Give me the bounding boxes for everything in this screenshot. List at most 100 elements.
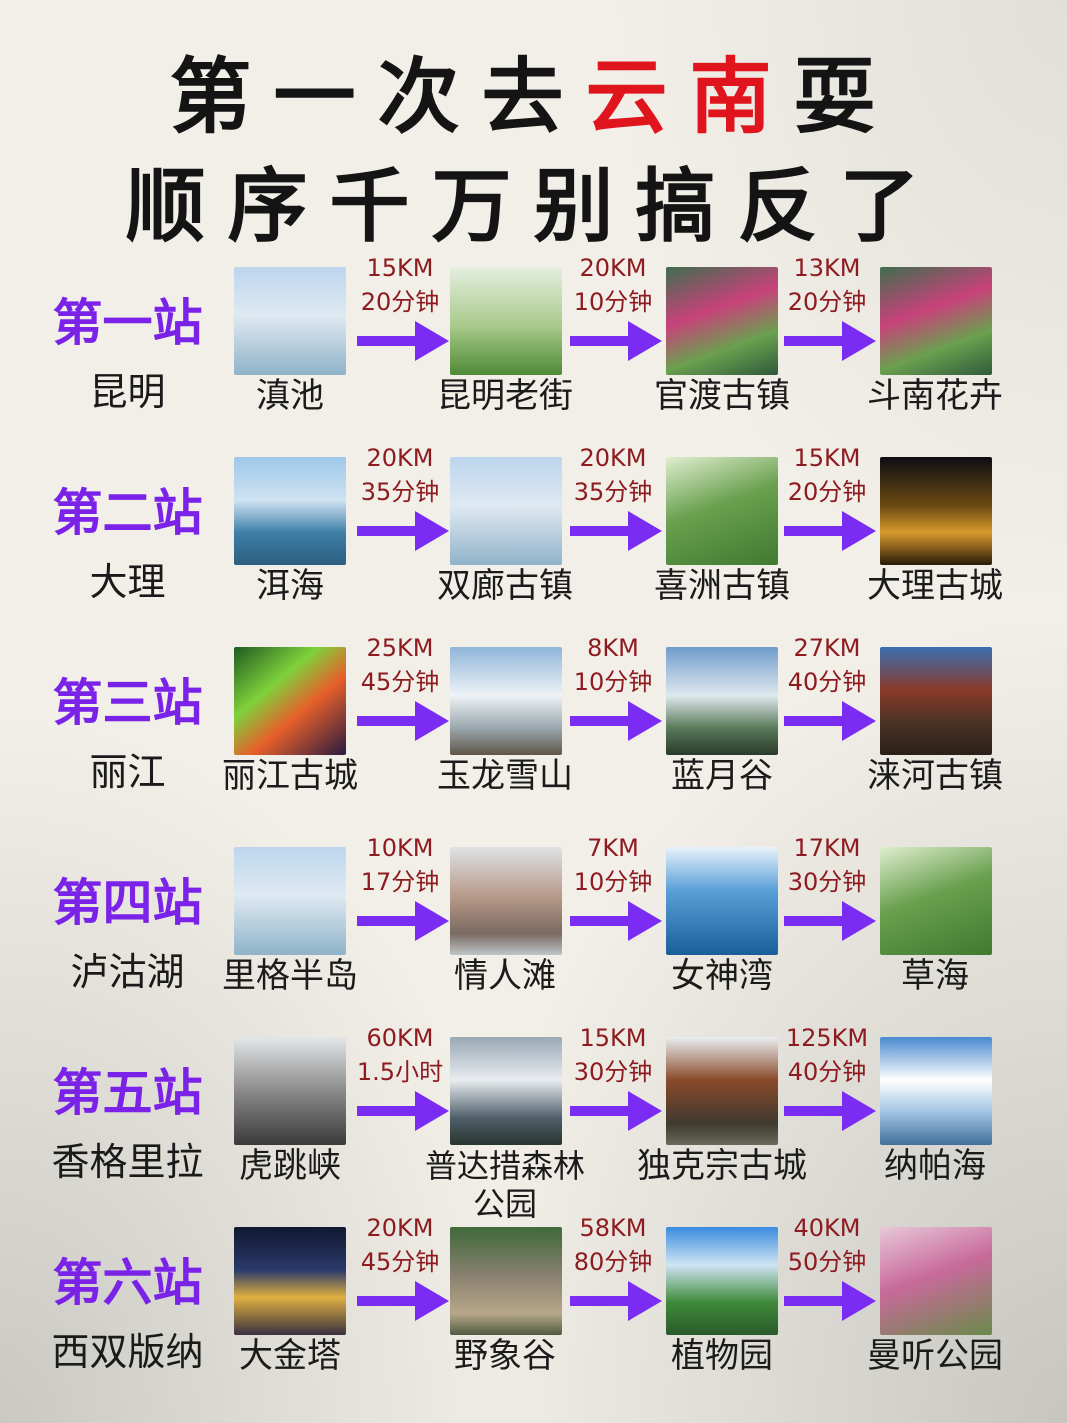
right-arrow-icon xyxy=(570,1281,662,1321)
right-arrow-icon xyxy=(784,701,876,741)
leg-distance: 15KM xyxy=(793,444,861,472)
spot-photo xyxy=(666,457,778,565)
spot-name: 大理古城 xyxy=(867,566,1003,606)
leg-duration: 17分钟 xyxy=(360,868,440,896)
leg-distance: 10KM xyxy=(366,834,434,862)
right-arrow-icon xyxy=(357,701,449,741)
spot-photo xyxy=(666,1037,778,1145)
arrow-shaft xyxy=(570,526,632,536)
spot-photo xyxy=(450,1227,562,1335)
station-title: 第六站 xyxy=(52,1254,203,1312)
spot-photo xyxy=(666,267,778,375)
spot-photo xyxy=(880,267,992,375)
station-title: 第二站 xyxy=(52,484,203,542)
spot-photo xyxy=(880,1037,992,1145)
spot-photo xyxy=(234,457,346,565)
page-title-line-2: 顺序千万别搞反了 xyxy=(125,160,942,253)
leg-distance: 17KM xyxy=(793,834,861,862)
leg-distance: 20KM xyxy=(366,1214,434,1242)
spot-name: 蓝月谷 xyxy=(671,756,773,796)
right-arrow-icon xyxy=(570,701,662,741)
arrow-head xyxy=(628,701,662,741)
spot-photo xyxy=(234,1227,346,1335)
leg-duration: 40分钟 xyxy=(787,1058,867,1086)
leg-duration: 30分钟 xyxy=(573,1058,653,1086)
arrow-head xyxy=(628,321,662,361)
arrow-shaft xyxy=(570,1106,632,1116)
spot-name: 喜洲古镇 xyxy=(654,566,790,606)
station-city: 西双版纳 xyxy=(51,1330,204,1374)
spot-photo xyxy=(666,647,778,755)
station-city: 香格里拉 xyxy=(51,1140,204,1184)
spot-photo xyxy=(450,457,562,565)
leg-distance: 20KM xyxy=(579,254,647,282)
spot-photo xyxy=(880,1227,992,1335)
arrow-shaft xyxy=(570,716,632,726)
spot-photo xyxy=(450,847,562,955)
leg-duration: 20分钟 xyxy=(787,288,867,316)
page-title-line-1: 第一次去云南耍 xyxy=(0,30,1067,149)
leg-duration: 45分钟 xyxy=(360,668,440,696)
station-title: 第三站 xyxy=(52,674,203,732)
right-arrow-icon xyxy=(784,1091,876,1131)
leg-distance: 13KM xyxy=(793,254,861,282)
leg-duration: 10分钟 xyxy=(573,288,653,316)
arrow-head xyxy=(842,321,876,361)
spot-name: 洱海 xyxy=(256,566,324,606)
arrow-head xyxy=(842,701,876,741)
arrow-head xyxy=(842,1091,876,1131)
title-prefix: 第一次去 xyxy=(169,50,586,145)
right-arrow-icon xyxy=(357,321,449,361)
spot-name: 双廊古镇 xyxy=(437,566,573,606)
leg-distance: 58KM xyxy=(579,1214,647,1242)
arrow-shaft xyxy=(570,1296,632,1306)
leg-distance: 60KM xyxy=(366,1024,434,1052)
arrow-shaft xyxy=(357,1296,419,1306)
spot-name: 玉龙雪山 xyxy=(437,756,573,796)
leg-distance: 15KM xyxy=(366,254,434,282)
spot-name: 大金塔 xyxy=(239,1336,341,1376)
right-arrow-icon xyxy=(570,321,662,361)
leg-duration: 45分钟 xyxy=(360,1248,440,1276)
station-title: 第一站 xyxy=(52,294,203,352)
leg-distance: 27KM xyxy=(793,634,861,662)
arrow-head xyxy=(415,901,449,941)
leg-duration: 20分钟 xyxy=(360,288,440,316)
spot-photo xyxy=(880,457,992,565)
leg-duration: 1.5小时 xyxy=(356,1058,444,1086)
leg-distance: 15KM xyxy=(579,1024,647,1052)
leg-duration: 80分钟 xyxy=(573,1248,653,1276)
arrow-shaft xyxy=(784,1296,846,1306)
spot-name: 虎跳峡 xyxy=(239,1146,341,1186)
right-arrow-icon xyxy=(357,1281,449,1321)
spot-photo xyxy=(880,847,992,955)
right-arrow-icon xyxy=(784,511,876,551)
arrow-shaft xyxy=(784,716,846,726)
right-arrow-icon xyxy=(570,901,662,941)
spot-photo xyxy=(666,847,778,955)
arrow-head xyxy=(628,901,662,941)
arrow-shaft xyxy=(784,336,846,346)
arrow-head xyxy=(415,1091,449,1131)
right-arrow-icon xyxy=(570,511,662,551)
arrow-shaft xyxy=(357,526,419,536)
right-arrow-icon xyxy=(570,1091,662,1131)
leg-duration: 50分钟 xyxy=(787,1248,867,1276)
leg-distance: 25KM xyxy=(366,634,434,662)
right-arrow-icon xyxy=(357,1091,449,1131)
arrow-head xyxy=(628,1091,662,1131)
spot-photo xyxy=(666,1227,778,1335)
arrow-head xyxy=(415,701,449,741)
leg-distance: 7KM xyxy=(587,834,639,862)
spot-name: 斗南花卉 xyxy=(867,376,1003,416)
right-arrow-icon xyxy=(357,511,449,551)
spot-name: 纳帕海 xyxy=(884,1146,986,1186)
spot-name: 草海 xyxy=(901,956,969,996)
right-arrow-icon xyxy=(784,1281,876,1321)
right-arrow-icon xyxy=(784,321,876,361)
spot-name: 滇池 xyxy=(256,376,324,416)
leg-distance: 20KM xyxy=(579,444,647,472)
spot-photo xyxy=(450,267,562,375)
